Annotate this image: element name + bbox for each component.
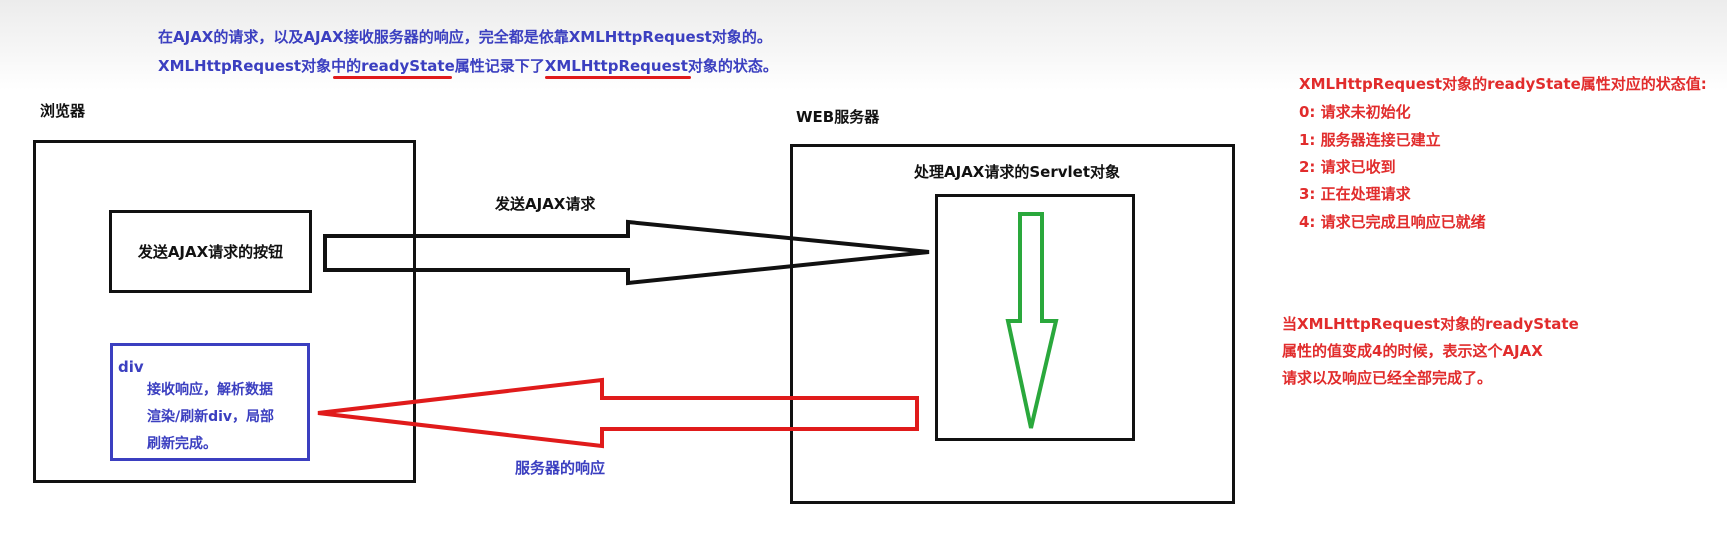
- response-arrow-label: 服务器的响应: [515, 459, 606, 477]
- browser-box: [33, 140, 416, 483]
- completion-note-line1: 当XMLHttpRequest对象的readyState: [1282, 315, 1579, 333]
- servlet-box: [935, 194, 1135, 441]
- top-note-readystate: readyState: [361, 57, 455, 75]
- servlet-label: 处理AJAX请求的Servlet对象: [914, 163, 1121, 181]
- top-note-line2-part5: 对象的状态。: [687, 57, 778, 75]
- request-arrow: [323, 219, 930, 286]
- request-arrow-label: 发送AJAX请求: [495, 195, 596, 213]
- processing-arrow: [1005, 212, 1059, 429]
- ready-state-item: 1: 服务器连接已建立: [1299, 131, 1441, 149]
- completion-note-line3: 请求以及响应已经全部完成了。: [1282, 369, 1493, 387]
- top-note-line2: XMLHttpRequest对象中的readyState属性记录下了XMLHtt…: [158, 55, 778, 76]
- top-note-line1: 在AJAX的请求，以及AJAX接收服务器的响应，完全都是依靠XMLHttpReq…: [158, 28, 772, 46]
- top-note-xmlhttprequest: XMLHttpRequest: [544, 57, 688, 75]
- ready-state-item: 3: 正在处理请求: [1299, 185, 1411, 203]
- readystate-underline: [333, 76, 452, 79]
- response-div-box: div 接收响应，解析数据 渲染/刷新div，局部 刷新完成。: [110, 343, 310, 461]
- xmlhttprequest-underline: [545, 76, 691, 79]
- ready-state-item: 2: 请求已收到: [1299, 158, 1396, 176]
- response-div-tag: div: [118, 358, 144, 376]
- ready-state-item: 4: 请求已完成且响应已就绪: [1299, 213, 1486, 231]
- server-box: [790, 144, 1235, 504]
- response-arrow: [317, 377, 919, 449]
- ready-states-title: XMLHttpRequest对象的readyState属性对应的状态值:: [1299, 75, 1707, 93]
- browser-label: 浏览器: [40, 102, 86, 120]
- server-label: WEB服务器: [796, 108, 880, 126]
- ready-state-item: 0: 请求未初始化: [1299, 103, 1411, 121]
- response-div-line2: 渲染/刷新div，局部: [147, 409, 275, 425]
- response-div-line3: 刷新完成。: [147, 436, 217, 452]
- response-div-line1: 接收响应，解析数据: [147, 382, 273, 398]
- completion-note-line2: 属性的值变成4的时候，表示这个AJAX: [1282, 342, 1543, 360]
- send-ajax-button-label: 发送AJAX请求的按钮: [137, 243, 284, 261]
- top-note-line2-part1: XMLHttpRequest对象中的: [158, 57, 362, 75]
- top-note-line2-part3: 属性记录下了: [454, 57, 545, 75]
- send-ajax-button[interactable]: 发送AJAX请求的按钮: [109, 210, 312, 293]
